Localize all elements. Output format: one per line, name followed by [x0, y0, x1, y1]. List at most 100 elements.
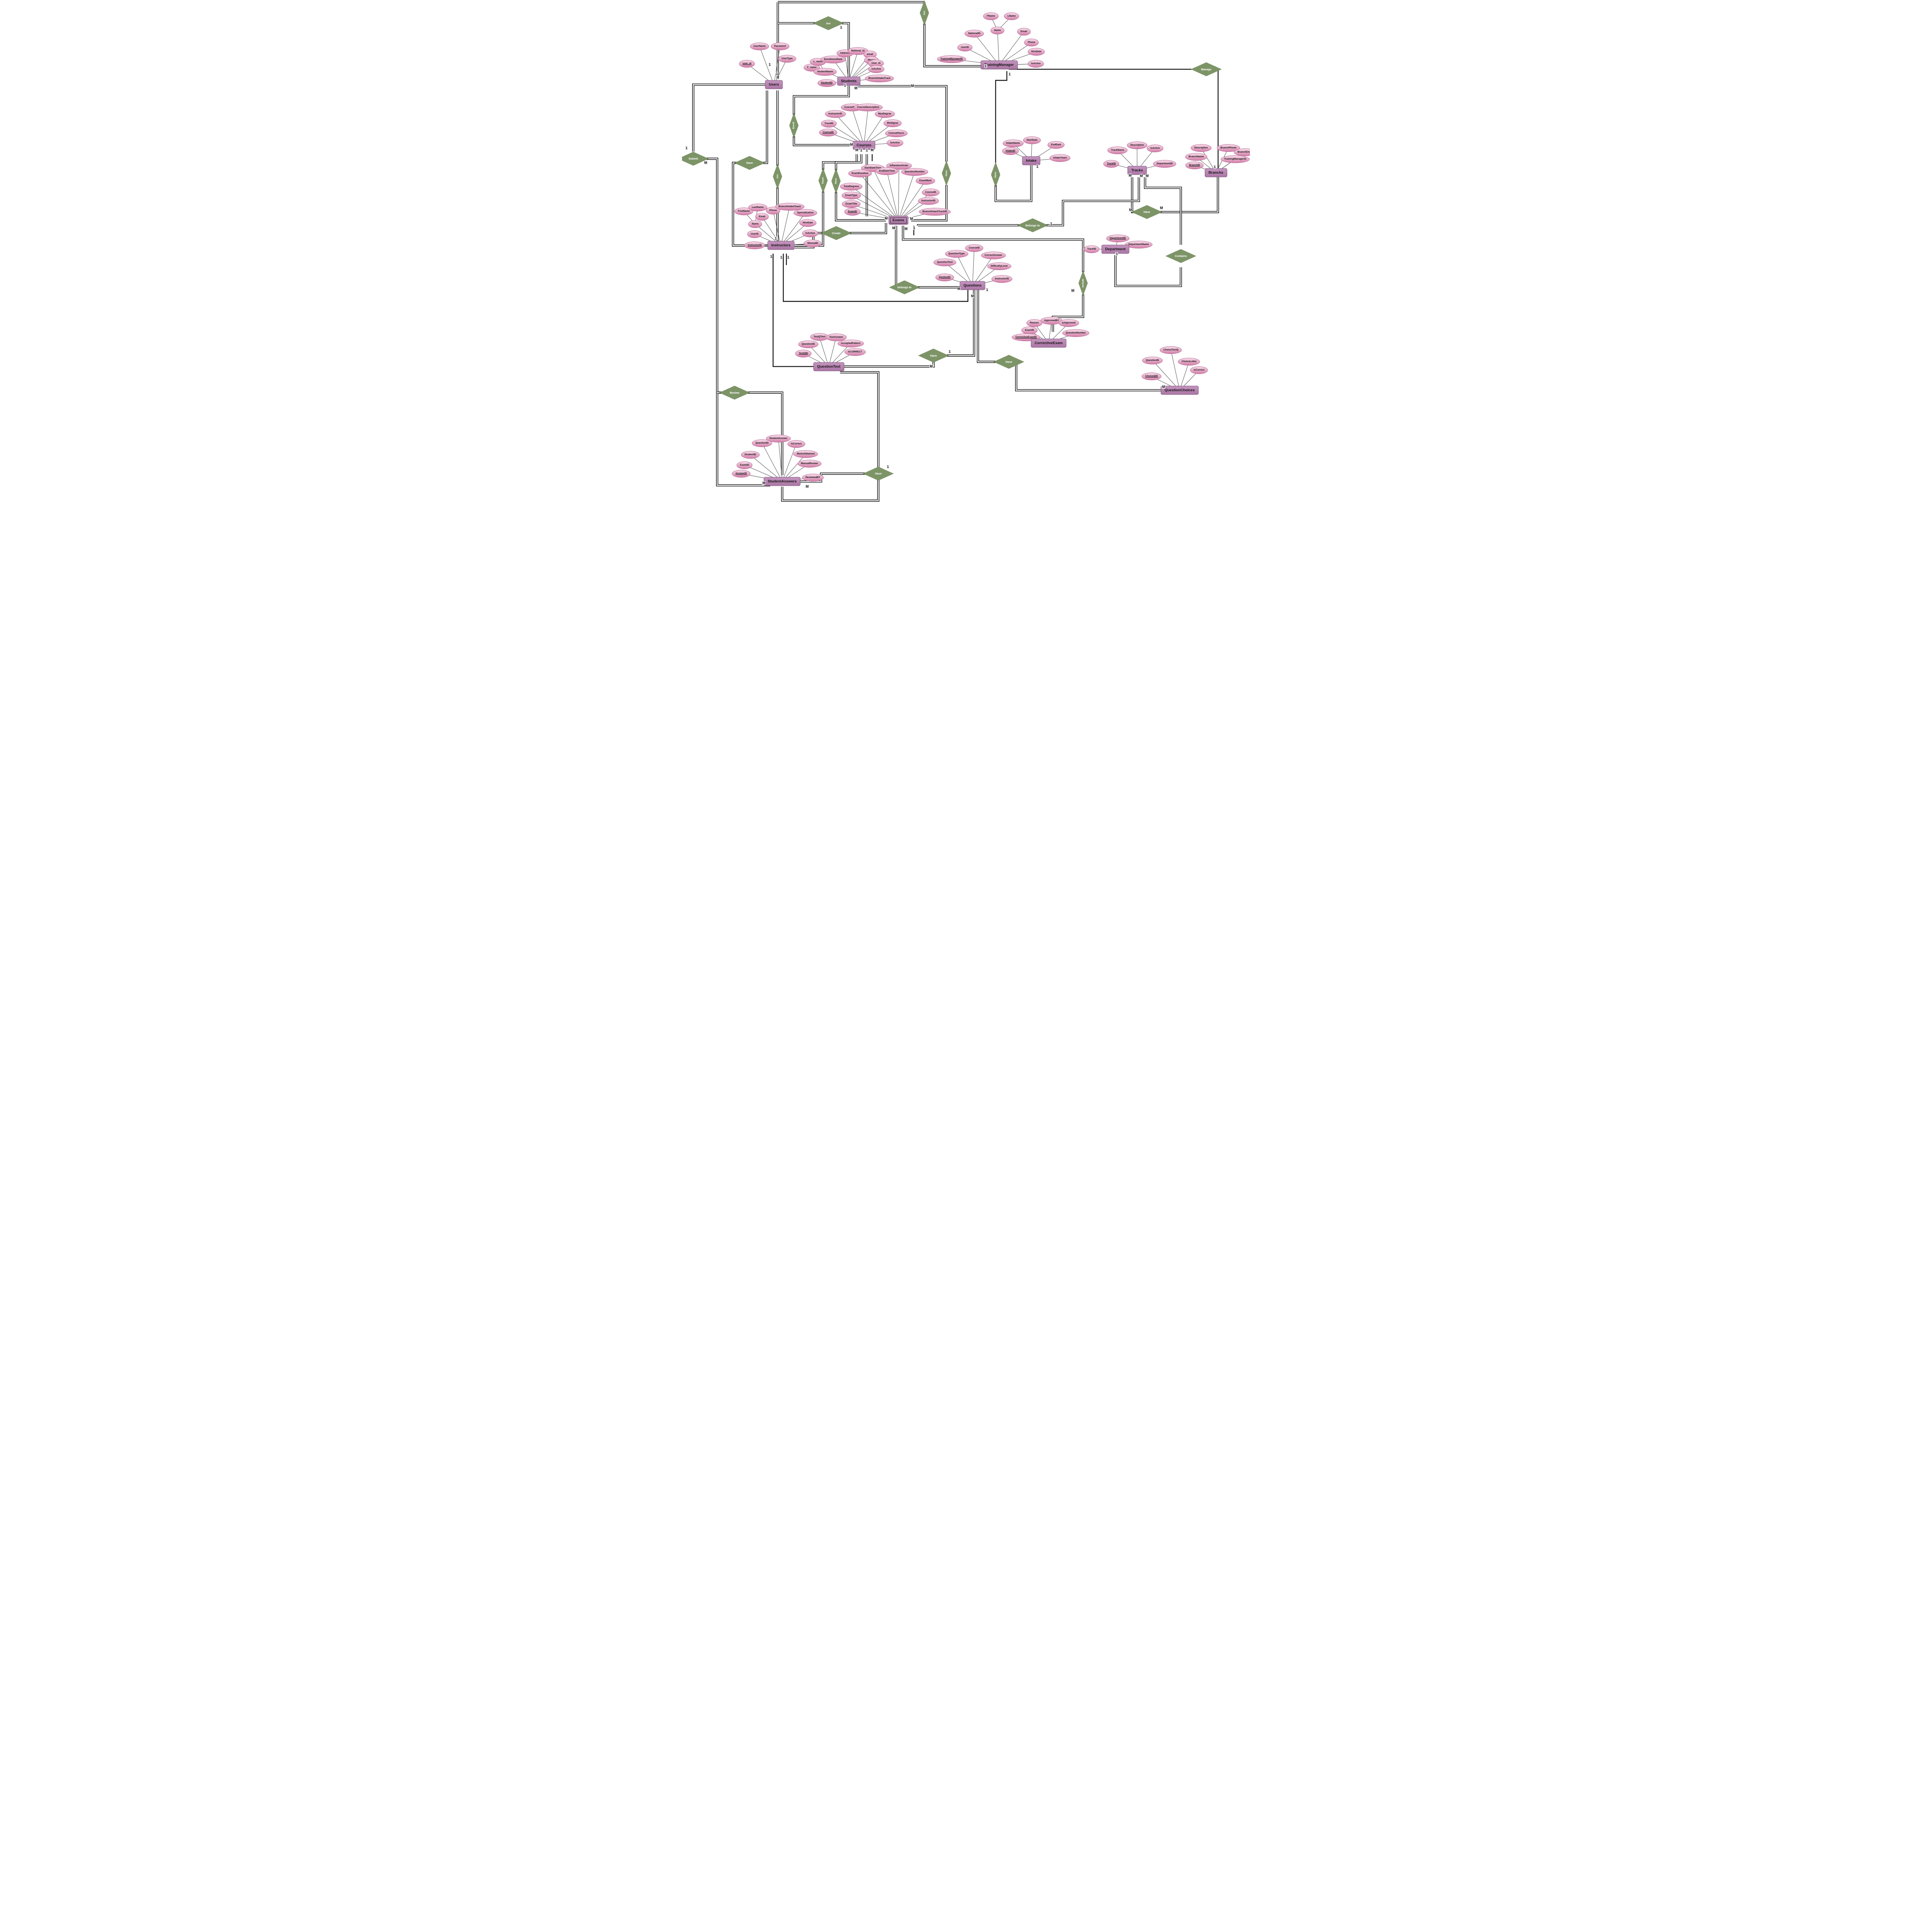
attribute-intake-startdate[interactable]: StartDate — [1023, 136, 1041, 144]
entity-correctiveexam[interactable]: CorrectiveExam — [1031, 338, 1067, 348]
attribute-branchs-branchname[interactable]: BranchName — [1185, 153, 1208, 161]
attribute-trainingmanager-userid[interactable]: UserID — [957, 43, 973, 51]
attribute-trainingmanager-phone[interactable]: Phone — [1024, 39, 1039, 46]
attribute-questions-qestionid[interactable]: QestionID — [935, 273, 954, 281]
entity-users[interactable]: Users — [765, 80, 783, 89]
attribute-studentanswers-studentid[interactable]: StudentID — [741, 451, 760, 459]
attribute-trainingmanager-lname[interactable]: LName — [1004, 12, 1019, 20]
attribute-instructors-userid[interactable]: UserID — [747, 230, 762, 238]
attribute-studentanswers-answerid[interactable]: AnswerID — [732, 470, 750, 478]
attribute-branchs-trainingmanagerid[interactable]: TrainingManagerID — [1221, 155, 1250, 163]
attribute-exams-examduration[interactable]: ExamDuration — [848, 170, 872, 178]
attribute-students-studentid[interactable]: StudentID — [817, 79, 836, 87]
entity-students[interactable]: Students — [837, 77, 861, 86]
attribute-correctiveexam-isapproved[interactable]: IsApproved — [1058, 319, 1079, 327]
attribute-instructors-lastname[interactable]: LastName — [748, 204, 767, 212]
entity-department[interactable]: Department — [1101, 245, 1130, 254]
attribute-questions-questiontext[interactable]: QuestionText — [934, 259, 956, 267]
attribute-instructors-ntionalid[interactable]: NtionalID — [804, 240, 822, 247]
attribute-users-password[interactable]: Password — [770, 43, 789, 50]
attribute-department-departmentid[interactable]: DepartmentID — [1106, 234, 1129, 242]
attribute-instructors-hiredate[interactable]: HireDate — [799, 219, 816, 227]
attribute-questiontext-iscorrect[interactable]: IsCORRECT — [844, 348, 866, 356]
attribute-tracks-departmentid[interactable]: DepartmentID — [1153, 160, 1177, 168]
attribute-questionchoices-choicetextq[interactable]: ChoiceTextQ — [1160, 346, 1182, 354]
attribute-studentanswers-manualreview[interactable]: ManualReview — [797, 459, 821, 468]
attribute-studentanswers-examid[interactable]: ExamID — [736, 461, 753, 469]
attribute-intake-intakeid[interactable]: IntakeID — [1002, 147, 1019, 155]
attribute-questionchoices-iscorrect[interactable]: IsCorrect — [1190, 366, 1208, 374]
attribute-questions-correctanswer[interactable]: CorrectAnswer — [981, 251, 1006, 259]
attribute-department-departmentname[interactable]: DepartmentName — [1125, 240, 1153, 248]
attribute-questiontext-textanswer[interactable]: TextAnswer — [826, 333, 847, 341]
attribute-courses-isactive[interactable]: IsActive — [886, 139, 903, 147]
attribute-students-studentname[interactable]: StudentName — [813, 68, 837, 76]
attribute-instructors-isactive[interactable]: IsActive — [802, 229, 819, 237]
attribute-questionchoices-choiceqid[interactable]: ChoiceQID — [1141, 372, 1162, 381]
attribute-exams-courseid[interactable]: CourseID — [922, 189, 940, 197]
entity-tracks[interactable]: Tracks — [1127, 166, 1147, 175]
attribute-exams-exammark[interactable]: ExamMark — [916, 177, 935, 185]
attribute-users-user-id[interactable]: user_id — [739, 60, 755, 68]
attribute-students-isactive[interactable]: IsActive — [868, 65, 885, 73]
attribute-questions-questiontype[interactable]: QuestionType — [945, 250, 968, 258]
attribute-tracks-description[interactable]: Description — [1127, 141, 1148, 150]
attribute-courses-courseid[interactable]: CourseID — [819, 129, 837, 136]
attribute-branchs-branchphone[interactable]: BranchPhone — [1217, 144, 1240, 152]
attribute-tracks-isactive[interactable]: IsActive — [1147, 144, 1163, 152]
attribute-exams-totaldegrees[interactable]: TotalDegrees — [840, 183, 863, 191]
attribute-questiontext-acceptedpattern[interactable]: AcceptedPattern — [837, 339, 864, 347]
entity-exams[interactable]: Exams — [888, 216, 908, 225]
attribute-questiontext-questionid[interactable]: QuestionID — [798, 340, 818, 348]
attribute-questionchoices-choiceletter[interactable]: ChoiceLetter — [1178, 357, 1200, 366]
attribute-students-branchintaketrack[interactable]: BranchIntakeTrack — [865, 75, 894, 82]
attribute-instructors-instructorid[interactable]: InstructorID — [744, 241, 765, 249]
attribute-questiontext-textqid[interactable]: TextQID — [795, 350, 811, 357]
attribute-trainingmanager-trainingmanagerid[interactable]: TrainingManagerID — [937, 55, 966, 63]
attribute-courses-maxdegree[interactable]: MaxDegree — [874, 110, 895, 118]
entity-trainingmanager[interactable]: TrainingManager — [980, 60, 1018, 70]
attribute-instructors-specialization[interactable]: Specialization — [794, 209, 817, 217]
entity-questiontext[interactable]: QuestionText — [813, 362, 844, 371]
attribute-questions-instructorid[interactable]: InstructorID — [991, 275, 1013, 283]
entity-questions[interactable]: Questions — [959, 281, 986, 290]
attribute-exams-enddatetime[interactable]: EndDateTime — [875, 167, 898, 175]
attribute-studentanswers-questionid[interactable]: QuestionID — [752, 439, 772, 447]
entity-intake[interactable]: Intake — [1022, 156, 1041, 165]
attribute-trainingmanager-email[interactable]: Email — [1017, 28, 1031, 36]
attribute-users-usertype[interactable]: UserType — [778, 54, 796, 63]
attribute-branchs-description[interactable]: Description — [1190, 144, 1211, 152]
attribute-instructors-email[interactable]: Email — [755, 213, 769, 221]
attribute-exams-examid[interactable]: ExamID — [844, 208, 861, 216]
attribute-branchs-branchid[interactable]: BranchID — [1185, 162, 1204, 170]
attribute-exams-examtype[interactable]: ExamType — [842, 192, 861, 200]
entity-instructors[interactable]: Instructors — [767, 241, 794, 250]
attribute-correctiveexam-reason[interactable]: Reason — [1026, 319, 1043, 327]
attribute-tracks-trackid[interactable]: TrackID — [1103, 160, 1119, 168]
attribute-trainingmanager-isactive[interactable]: IsActive — [1027, 60, 1044, 68]
attribute-courses-trackid[interactable]: TrackID — [821, 119, 837, 128]
attribute-users-username[interactable]: UserName — [750, 43, 769, 50]
attribute-exams-instructorid[interactable]: InstructorID — [918, 197, 939, 205]
attribute-questiontext-textqtext[interactable]: TextQText — [810, 333, 829, 341]
attribute-correctiveexam-questionnumber[interactable]: QuestionNumber — [1062, 329, 1089, 337]
attribute-tracks-trackname[interactable]: TrackName — [1107, 146, 1128, 155]
attribute-trainingmanager-name[interactable]: Name — [990, 26, 1005, 34]
attribute-exams-questionnumber[interactable]: QuestionNumber — [901, 168, 928, 176]
attribute-questions-difficultylevel[interactable]: DifficultyLevel — [987, 262, 1011, 270]
attribute-instructors-fristname[interactable]: FristName — [734, 207, 753, 215]
entity-studentanswers[interactable]: StudentAnswers — [764, 477, 801, 486]
attribute-trainingmanager-nationalid[interactable]: NationalID — [964, 29, 984, 37]
attribute-studentanswers-iscorrect[interactable]: IsCorrect — [787, 440, 805, 448]
attribute-exams-branchintacktrackid[interactable]: BranchIntackTrackID — [919, 208, 951, 216]
attribute-instructors-phone[interactable]: Phone — [766, 207, 781, 215]
attribute-studentanswers-marksobtained[interactable]: MarksObtained — [793, 450, 818, 458]
attribute-courses-instractorid[interactable]: InstractorID — [825, 110, 846, 118]
attribute-students-enrollmentdate[interactable]: EnrollmentDate — [820, 56, 846, 64]
entity-branchs[interactable]: Branchs — [1204, 168, 1227, 177]
attribute-intake-enddate[interactable]: EndDate — [1048, 141, 1065, 149]
attribute-students-national-id[interactable]: National_id — [847, 47, 868, 55]
attribute-courses-coursedescription[interactable]: CourseDescription — [854, 103, 883, 111]
attribute-instructors-name[interactable]: Name — [748, 220, 762, 228]
attribute-instructors-branchintaketeack[interactable]: BranchIntakeTeack — [775, 202, 804, 211]
